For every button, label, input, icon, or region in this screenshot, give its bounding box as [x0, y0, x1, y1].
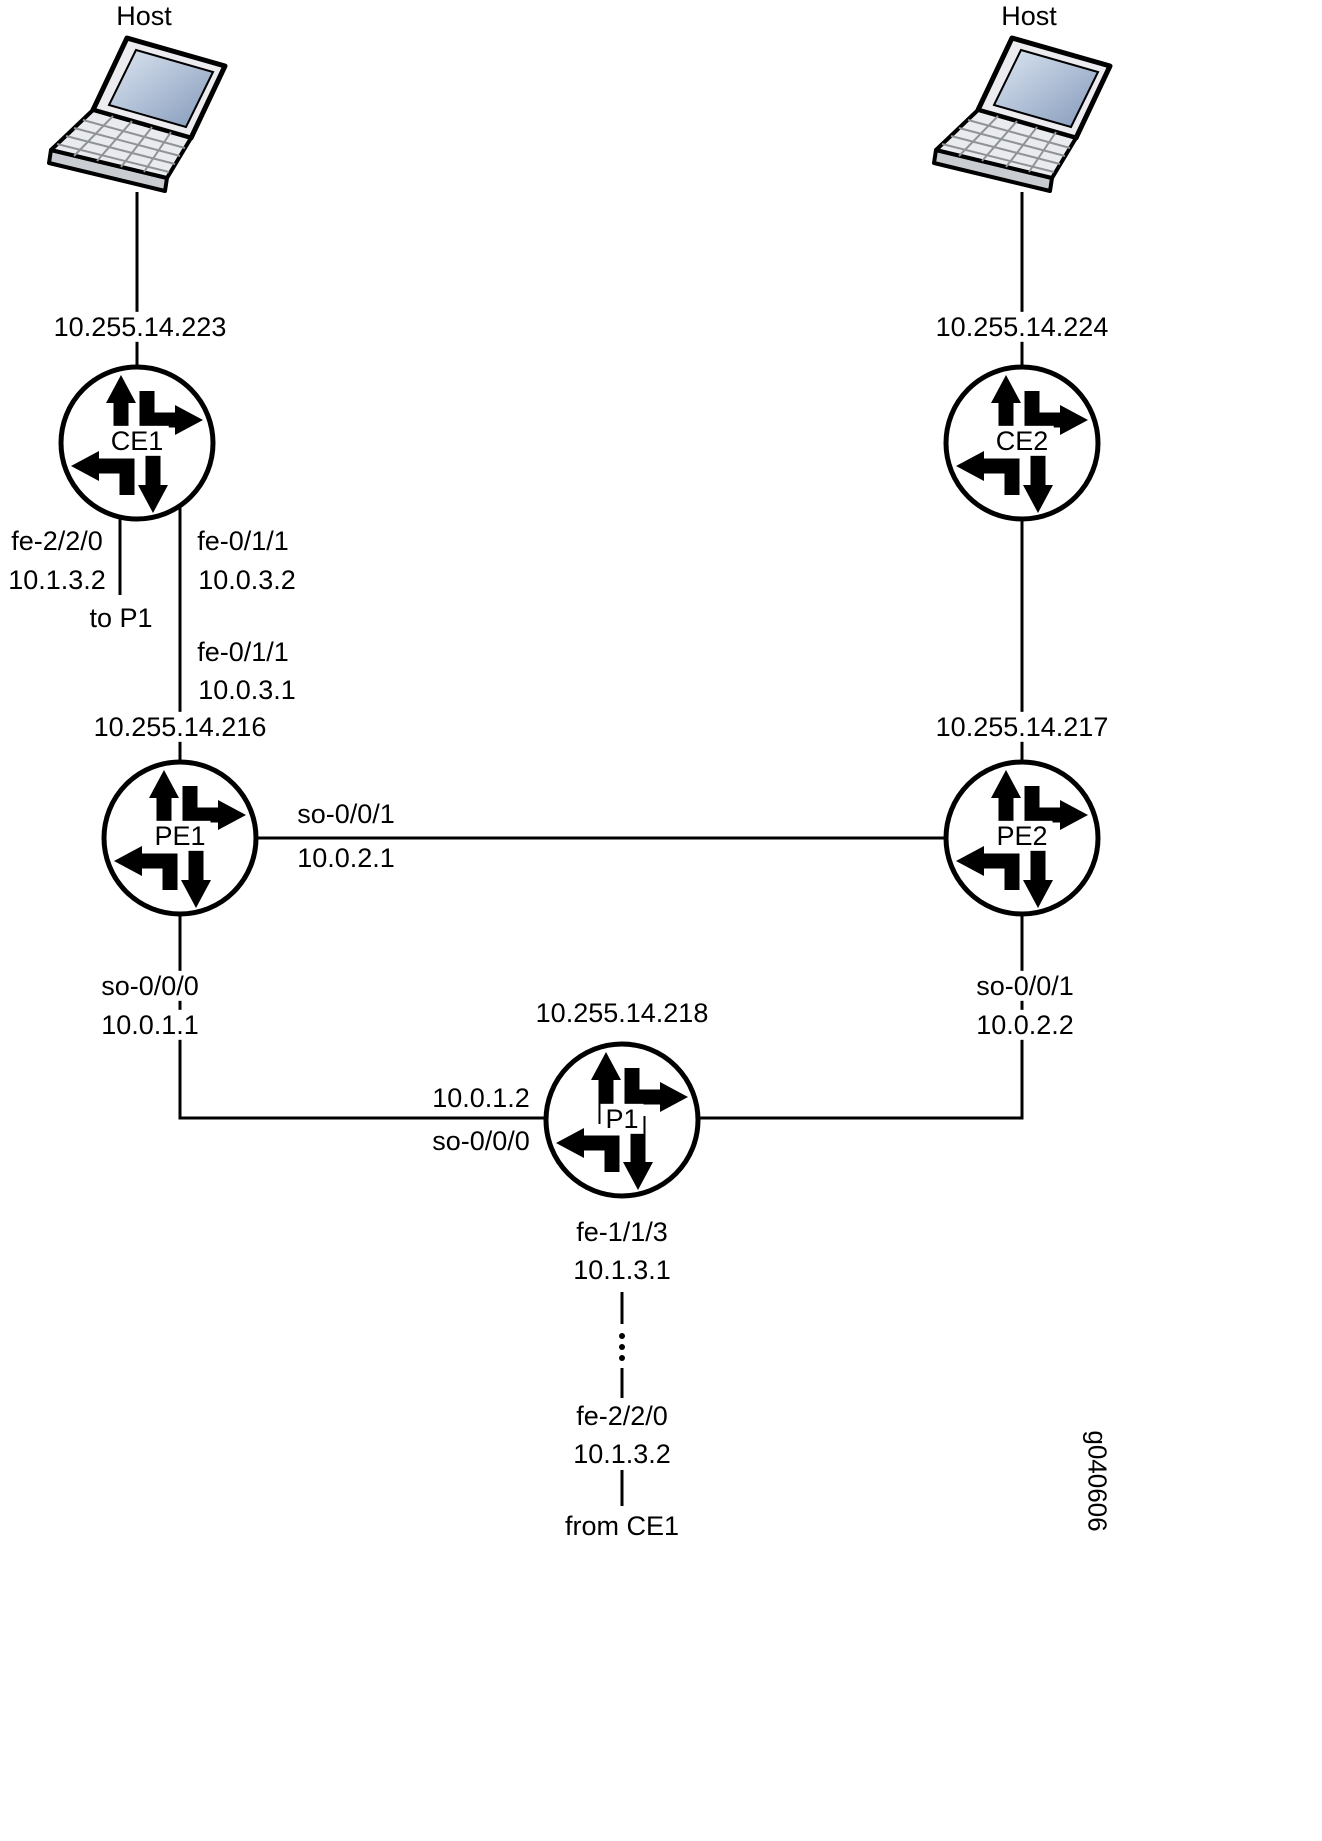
pe1-name: PE1: [149, 820, 211, 852]
pe1-to-p1-interface: so-0/0/0: [96, 970, 204, 1002]
ce1-to-p1-note: to P1: [89, 602, 153, 633]
p1-address: 10.255.14.218: [530, 997, 714, 1029]
pe1-address: 10.255.14.216: [88, 711, 272, 743]
p1-to-pe1-interface: so-0/0/0: [432, 1125, 530, 1156]
laptop-icon-right: [934, 38, 1110, 191]
pe2-address: 10.255.14.217: [930, 711, 1114, 743]
pe2-to-p1-ip: 10.0.2.2: [971, 1009, 1079, 1041]
ce1-address: 10.255.14.223: [48, 311, 232, 343]
ce1-to-pe1-interface: fe-0/1/1: [197, 525, 289, 556]
host-right-label: Host: [1001, 0, 1057, 31]
ce2-name: CE2: [990, 425, 1054, 457]
p1-to-ce1-lower-note: from CE1: [564, 1510, 680, 1541]
p1-to-ce1-upper-interface: fe-1/1/3: [576, 1216, 668, 1247]
ce1-to-pe1-ip: 10.0.3.2: [198, 564, 296, 595]
p1-to-ce1-lower-ip: 10.1.3.2: [573, 1438, 671, 1469]
ce1-to-p1-interface: fe-2/2/0: [11, 525, 103, 556]
p1-to-ce1-upper-ip: 10.1.3.1: [573, 1254, 671, 1285]
pe1-to-p1-ip: 10.0.1.1: [96, 1009, 204, 1041]
p1-name: P1: [600, 1103, 644, 1135]
ellipsis-dots: [619, 1333, 625, 1361]
pe1-to-pe2-interface: so-0/0/1: [297, 798, 395, 829]
ce2-address: 10.255.14.224: [930, 311, 1114, 343]
p1-to-ce1-lower-interface: fe-2/2/0: [576, 1400, 668, 1431]
pe2-to-p1-interface: so-0/0/1: [971, 970, 1079, 1002]
pe1-to-pe2-ip: 10.0.2.1: [297, 842, 395, 873]
ce1-name: CE1: [105, 425, 169, 457]
ce1-to-p1-ip: 10.1.3.2: [8, 564, 106, 595]
link-pe2-p1: [622, 838, 1024, 1120]
figure-id-watermark: g040606: [1082, 1430, 1113, 1532]
laptop-icon-left: [49, 38, 225, 191]
pe1-to-ce1-ip: 10.0.3.1: [198, 674, 296, 705]
pe2-name: PE2: [991, 820, 1053, 852]
link-pe1-p1: [178, 838, 622, 1120]
p1-to-pe1-ip: 10.0.1.2: [432, 1082, 530, 1113]
host-left-label: Host: [116, 0, 172, 31]
pe1-to-ce1-interface: fe-0/1/1: [197, 636, 289, 667]
